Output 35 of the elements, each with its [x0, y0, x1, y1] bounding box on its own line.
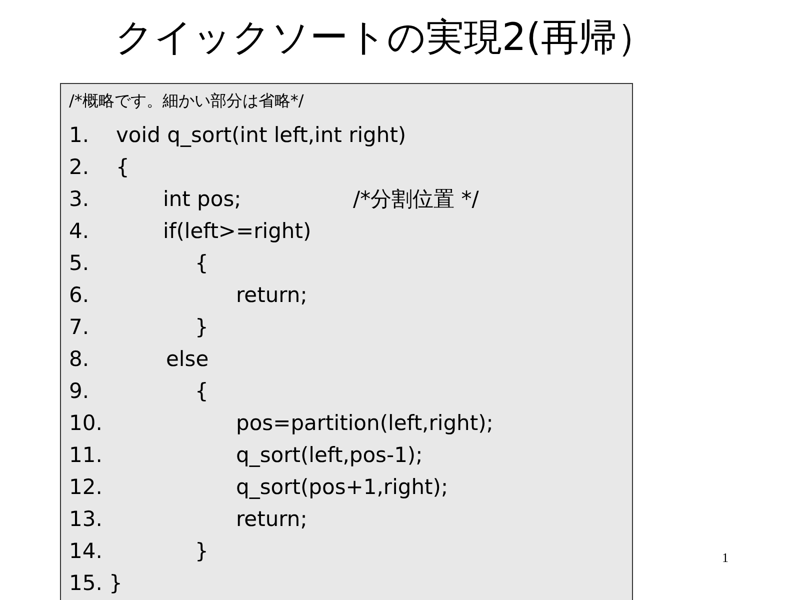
code-text: } [195, 314, 208, 340]
line-number: 14. [69, 538, 102, 564]
code-text: int pos; [163, 186, 242, 212]
code-text: return; [236, 282, 308, 308]
code-text: } [109, 570, 122, 596]
code-listing-panel [60, 83, 633, 600]
line-number: 8. [69, 346, 90, 372]
line-number: 5. [69, 250, 90, 276]
code-text: pos=partition(left,right); [236, 410, 494, 436]
line-number: 6. [69, 282, 90, 308]
code-text: q_sort(left,pos-1); [236, 442, 423, 468]
line-number: 1. [69, 122, 90, 148]
code-text: q_sort(pos+1,right); [236, 474, 448, 500]
code-text: else [166, 346, 209, 372]
line-number: 10. [69, 410, 102, 436]
line-number: 9. [69, 378, 90, 404]
code-text: { [195, 378, 208, 404]
code-comment: /*概略です。細かい部分は省略*/ [69, 90, 304, 112]
line-number: 11. [69, 442, 102, 468]
line-number: 7. [69, 314, 90, 340]
code-text: return; [236, 506, 308, 532]
code-text: void q_sort(int left,int right) [116, 122, 406, 148]
line-number: 4. [69, 218, 90, 244]
line-number: 15. [69, 570, 102, 596]
line-number: 13. [69, 506, 102, 532]
line-number: 2. [69, 154, 90, 180]
code-text: if(left>=right) [163, 218, 312, 244]
slide-title: クイックソートの実現2(再帰） [114, 14, 656, 60]
code-text: { [116, 154, 130, 180]
line-number: 12. [69, 474, 102, 500]
line-number: 3. [69, 186, 90, 212]
code-text: } [195, 538, 208, 564]
page-number: 1 [722, 550, 728, 566]
code-text: /*分割位置 */ [353, 186, 479, 212]
code-text: { [195, 250, 208, 276]
